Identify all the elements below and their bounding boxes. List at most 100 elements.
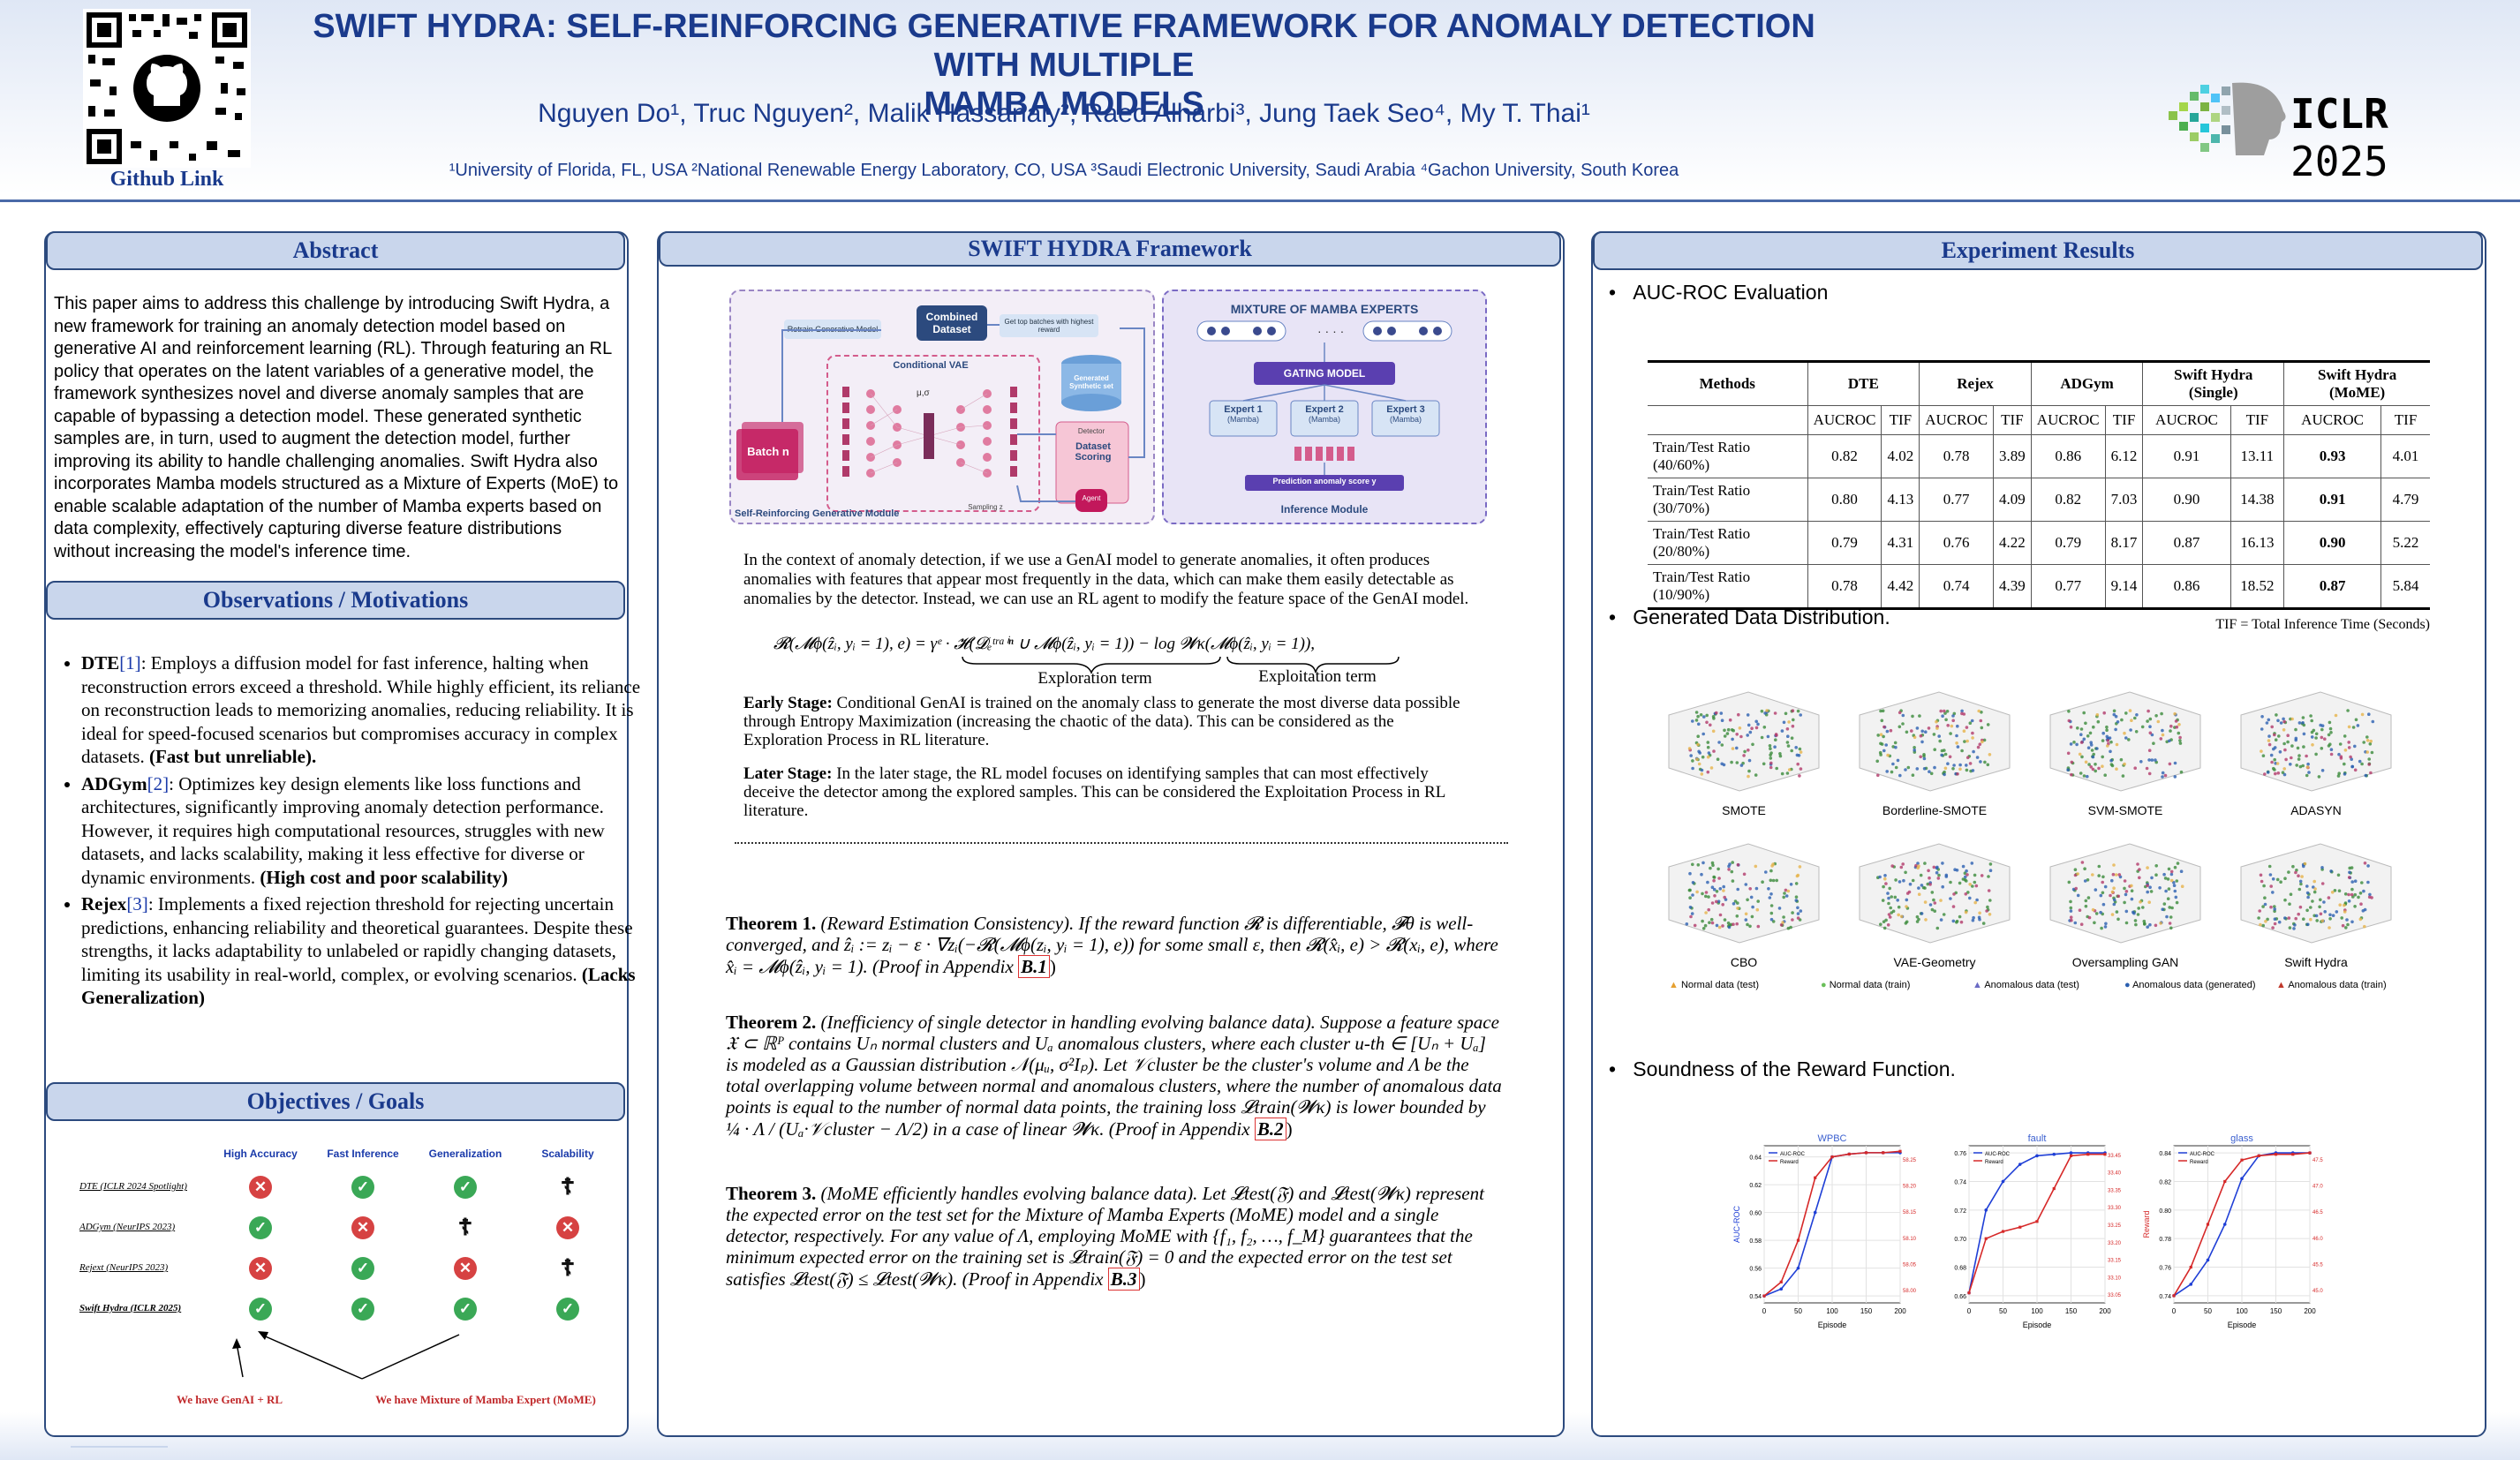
table-cell: 0.79 <box>1807 521 1882 565</box>
table-cell: 9.14 <box>2104 564 2143 610</box>
x-axis-label: Episode <box>1818 1321 1847 1329</box>
chart-title: glass <box>2230 1133 2253 1144</box>
y-tick-label: 0.64 <box>1749 1155 1762 1162</box>
scatter-plot: SMOTE <box>1651 680 1837 830</box>
table-cell: 4.39 <box>1993 564 2032 610</box>
y-tick-label: 0.78 <box>2159 1237 2171 1243</box>
appendix-link[interactable]: B.1 <box>1018 955 1050 978</box>
scatter-3d-graphic <box>1859 843 2011 944</box>
scatter-3d-graphic <box>2240 691 2392 792</box>
obs-verdict: (Fast but unreliable). <box>148 746 317 767</box>
data-point <box>2172 1294 2176 1298</box>
row-label: Train/Test Ratio (10/90%) <box>1648 564 1808 610</box>
reward-equation: 𝓡(𝓜ϕ(ẑᵢ, yᵢ = 1), e) = γᵉ · 𝓗(𝓓ₑᵗʳᵃⁱⁿ ∪ … <box>773 635 1316 653</box>
legend-label: Reward <box>1780 1160 1799 1165</box>
data-point <box>2001 1230 2005 1233</box>
x-tick-label: 200 <box>2304 1307 2316 1315</box>
table-cell <box>1648 405 1808 435</box>
data-point <box>2035 1154 2039 1158</box>
data-point <box>1864 1151 1868 1155</box>
y-tick-label: 0.76 <box>2159 1266 2171 1272</box>
data-point <box>2018 1225 2022 1229</box>
legend-label: Anomalous data (generated) <box>2132 980 2256 990</box>
citation-link[interactable]: [2] <box>147 772 170 794</box>
data-point <box>1984 1237 1988 1240</box>
y-tick-label: 0.80 <box>2159 1208 2171 1215</box>
goal-note-mome: We have Mixture of Mamba Expert (MoME) <box>375 1393 596 1406</box>
table-cell: 0.87 <box>2283 564 2381 610</box>
qr-code[interactable] <box>83 9 251 168</box>
later-stage-label: Later Stage: <box>743 764 833 783</box>
obs-text: : Implements a fixed rejection threshold… <box>81 893 633 985</box>
data-point <box>2240 1177 2244 1181</box>
legend-item: ▲ Anomalous data (test) <box>1973 980 2079 990</box>
table-cell: 5.84 <box>2380 564 2430 610</box>
bullet-auc: • AUC-ROC Evaluation <box>1609 281 1829 304</box>
citation-link[interactable]: [3] <box>126 893 148 914</box>
table-cell: 0.77 <box>1919 478 1994 522</box>
table-cell: 0.82 <box>2030 478 2106 522</box>
check-icon: ✓ <box>556 1298 579 1321</box>
table-cell: 4.31 <box>1881 521 1920 565</box>
data-point <box>2240 1158 2244 1162</box>
appendix-link[interactable]: B.3 <box>1107 1268 1140 1291</box>
legend-marker-icon: ▲ <box>1973 980 1985 990</box>
expert-sub: (Mamba) <box>1226 415 1259 424</box>
exploration-term-label: Exploration term <box>1037 669 1152 688</box>
expert-label: Expert 3 <box>1386 404 1425 415</box>
x-tick-label: 0 <box>2172 1307 2177 1315</box>
x-tick-label: 100 <box>1826 1307 1838 1315</box>
scatter-3d-graphic <box>2049 843 2201 944</box>
table-subheader: AUCROC <box>2030 405 2106 435</box>
data-point <box>1967 1291 1971 1295</box>
iclr-logo: ICLR 2025 <box>2160 76 2495 185</box>
table-cell: 18.52 <box>2230 564 2284 610</box>
data-point <box>2308 1151 2312 1155</box>
scatter-plot: SVM-SMOTE <box>2033 680 2218 830</box>
check-icon: ✓ <box>249 1298 272 1321</box>
theorem-3-label: Theorem 3. <box>726 1183 817 1204</box>
expert-label: Expert 2 <box>1305 404 1344 415</box>
table-subheader: TIF <box>1993 405 2032 435</box>
data-point <box>1796 1266 1800 1270</box>
cross-icon: ✕ <box>351 1216 374 1239</box>
table-cell: 0.79 <box>2030 521 2106 565</box>
poster-title: SWIFT HYDRA: SELF-REINFORCING GENERATIVE… <box>291 7 1837 124</box>
observations-list: DTE[1]: Employs a diffusion model for fa… <box>46 651 646 1013</box>
table-cell: 0.90 <box>2283 521 2381 565</box>
theorem-1-text: (Reward Estimation Consistency). If the … <box>726 913 1498 977</box>
legend-label: Anomalous data (test) <box>1984 980 2079 990</box>
data-point <box>2257 1154 2260 1157</box>
scatter-plot: VAE-Geometry <box>1842 832 2027 982</box>
objectives-row-label: ADGym (NeurIPS 2023) <box>79 1222 176 1232</box>
table-cell: 14.38 <box>2230 478 2284 522</box>
table-subheader: TIF <box>1881 405 1920 435</box>
x-tick-label: 150 <box>2065 1307 2078 1315</box>
x-axis-label: Episode <box>2228 1321 2257 1329</box>
scatter-label: SVM-SMOTE <box>2087 803 2163 817</box>
y2-tick-label: 33.20 <box>2108 1241 2122 1246</box>
table-header: Methods <box>1648 360 1808 406</box>
appendix-link[interactable]: B.2 <box>1254 1118 1286 1140</box>
check-icon: ✓ <box>249 1216 272 1239</box>
table-cell: 0.93 <box>2283 434 2381 478</box>
theorem-2: Theorem 2. (Inefficiency of single detec… <box>726 1012 1502 1140</box>
early-stage: Early Stage: Conditional GenAI is traine… <box>743 694 1476 749</box>
x-tick-label: 0 <box>1967 1307 1972 1315</box>
github-link[interactable]: Github Link <box>109 168 224 191</box>
y2-tick-label: 33.35 <box>2108 1188 2122 1193</box>
exploitation-term-label: Exploitation term <box>1258 667 1377 686</box>
obs-name: DTE <box>81 652 120 674</box>
obs-verdict: (High cost and poor scalability) <box>260 866 509 888</box>
table-cell: 0.74 <box>1919 564 1994 610</box>
table-header: DTE <box>1807 360 1920 406</box>
x-tick-label: 150 <box>2270 1307 2282 1315</box>
legend-marker-icon: ▲ <box>1669 980 1681 990</box>
legend-item: ▲ Anomalous data (train) <box>2276 980 2387 990</box>
later-stage: Later Stage: In the later stage, the RL … <box>743 764 1476 820</box>
table-cell: 13.11 <box>2230 434 2284 478</box>
batch-label: Batch n <box>747 445 789 458</box>
generated-set-label: Generated Synthetic set <box>1069 374 1113 390</box>
citation-link[interactable]: [1] <box>119 652 141 674</box>
